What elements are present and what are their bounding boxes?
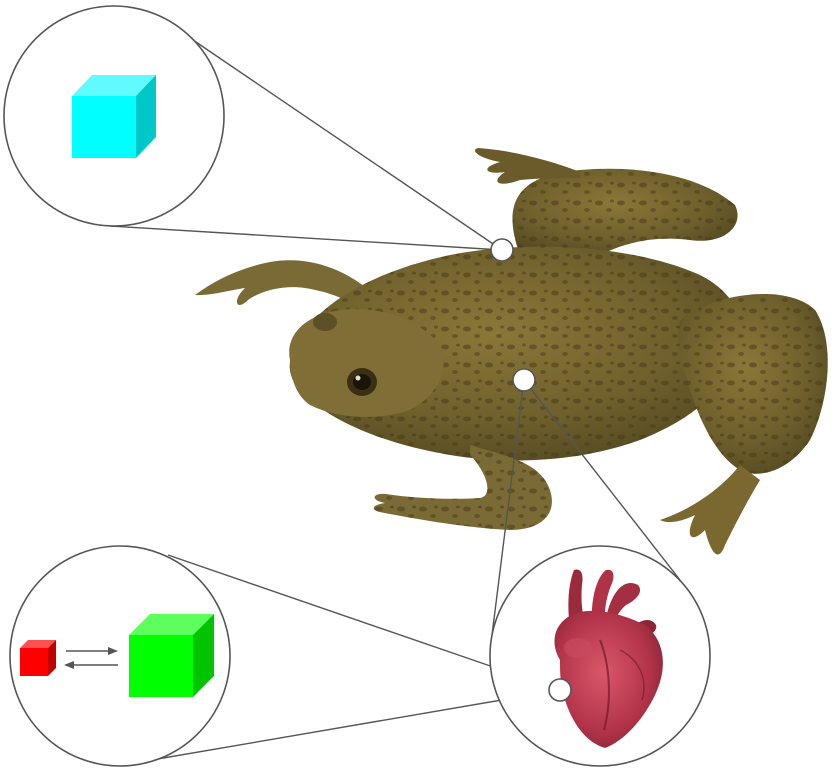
frog-head [289,309,444,417]
red-cube-icon [20,640,56,676]
callout-line-top-left-upper [192,39,503,251]
callout-line-top-left-lower [109,225,503,251]
cyan-cube-icon [72,75,156,158]
frog-foot-top [474,148,580,184]
heart-illustration [554,569,663,748]
green-cube-icon [129,614,214,697]
callout-line-bottom-left-lower [139,689,561,763]
frog-front-leg-left [195,260,380,315]
anchor-dot-cell [548,678,572,702]
frog-illustration [195,148,828,555]
anchor-dot-heart [512,368,536,392]
callout-line-bottom-right-left [491,379,525,636]
exchange-arrows-icon [64,647,118,669]
anchor-dot-skin [490,238,514,262]
callout-line-bottom-right-right [523,379,681,581]
frog-foot-right [660,465,760,555]
callout-circle-bottom-left [9,545,231,767]
